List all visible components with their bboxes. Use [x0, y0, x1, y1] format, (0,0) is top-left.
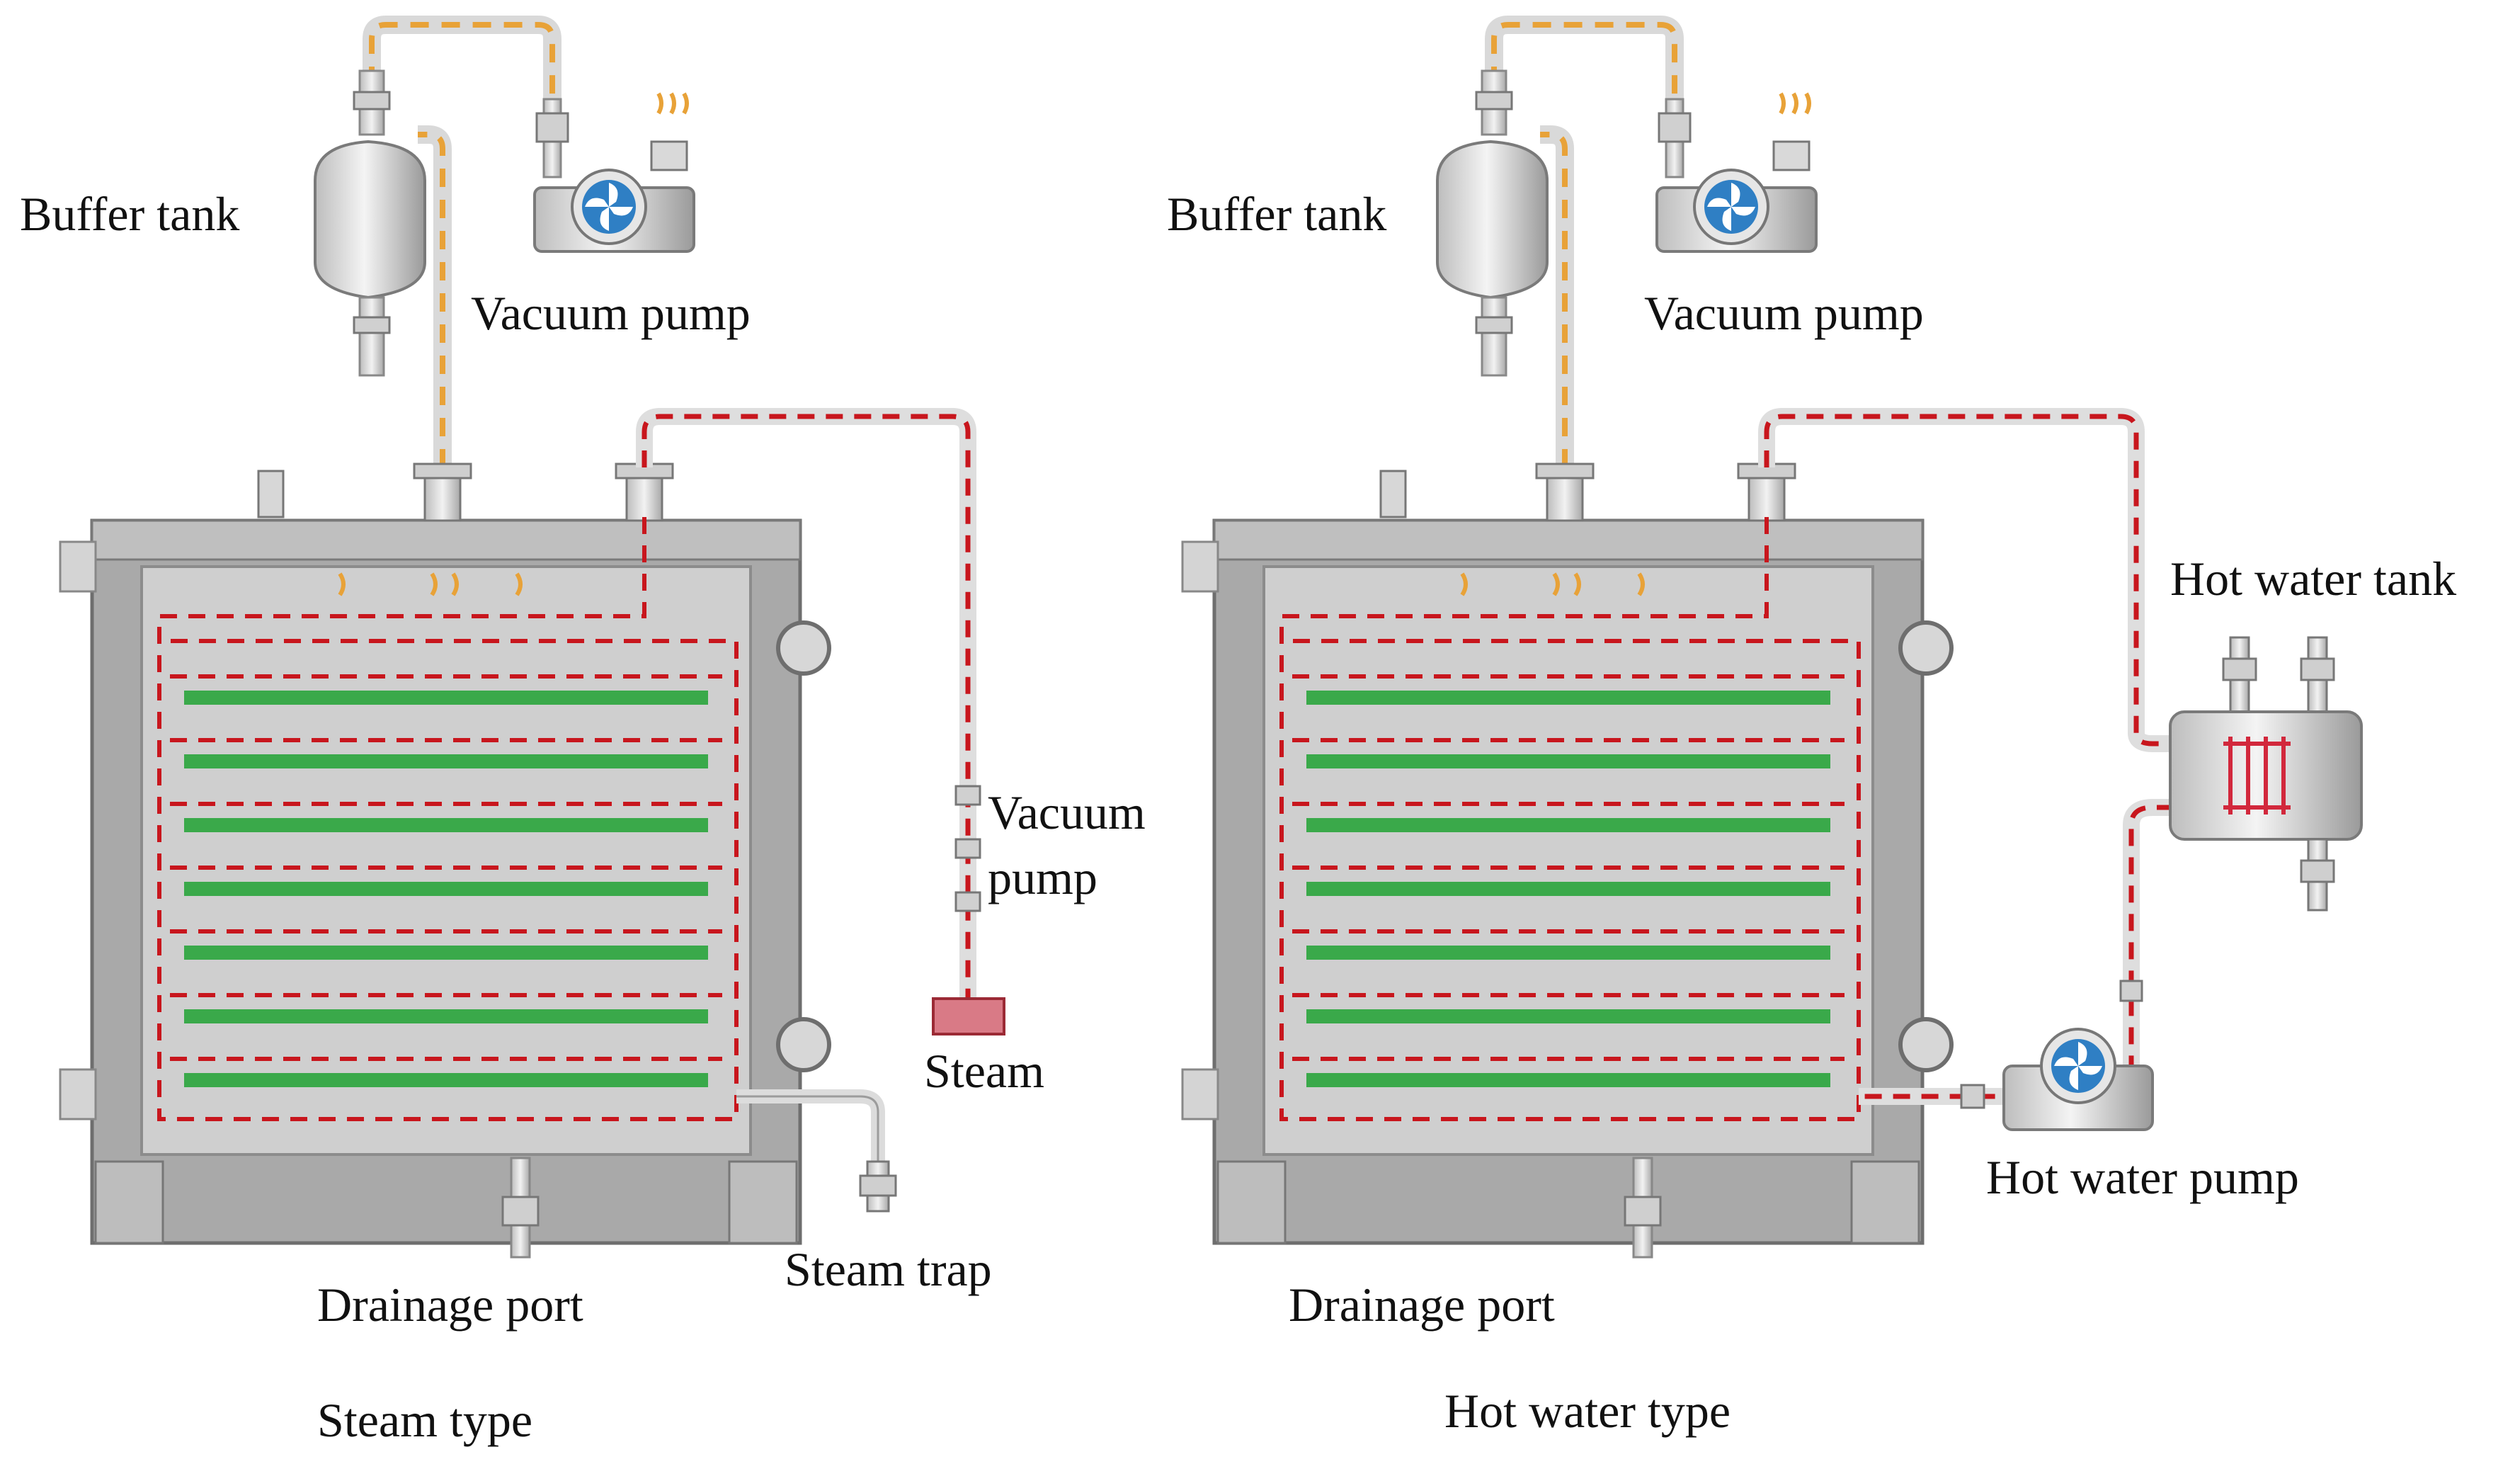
label-buffer-tank-2: Buffer tank: [1167, 187, 1386, 241]
label-buffer-tank: Buffer tank: [20, 187, 239, 241]
drying-chamber-2: [1181, 463, 1954, 1259]
vacuum-pump-top-2: [1655, 92, 1818, 253]
label-vacuum-pump-top: Vacuum pump: [471, 286, 751, 340]
shelves-2: [1306, 691, 1830, 1087]
label-hot-water-pump: Hot water pump: [1986, 1150, 2299, 1204]
hot-water-pump: [2002, 1028, 2154, 1131]
hot-water-type-diagram: Buffer tank Vacuum pump Hot water tank H…: [1167, 16, 2456, 1438]
vacuum-pump-top: [533, 92, 695, 253]
label-vacuum-pump-top-2: Vacuum pump: [1644, 286, 1924, 340]
steam-trap: [736, 1089, 897, 1213]
vacuum-line-2: [1485, 16, 1684, 467]
buffer-tank-2: [1436, 69, 1549, 377]
label-hot-water-tank: Hot water tank: [2170, 552, 2456, 606]
label-steam: Steam: [924, 1044, 1044, 1098]
drying-chamber: [59, 463, 831, 1259]
shelves: [184, 691, 708, 1087]
caption-steam-type: Steam type: [317, 1393, 532, 1447]
hot-water-tank: [2169, 636, 2363, 912]
steam-type-diagram: Buffer tank Vacuum pump Vacuum pump Stea…: [20, 16, 1146, 1447]
buffer-tank: [314, 69, 426, 377]
caption-hot-water-type: Hot water type: [1444, 1384, 1731, 1438]
label-steam-trap: Steam trap: [785, 1242, 992, 1296]
steam-heating-lines: [157, 517, 739, 1121]
label-vacuum-pump-side-2: pump: [988, 851, 1097, 904]
steam-supply-line: [636, 408, 1005, 1035]
label-vacuum-pump-side-1: Vacuum: [988, 785, 1146, 839]
label-drainage-port: Drainage port: [317, 1278, 583, 1332]
label-drainage-port-2: Drainage port: [1289, 1278, 1555, 1332]
hot-water-heating-lines: [1279, 517, 1861, 1121]
vacuum-line: [363, 16, 561, 467]
